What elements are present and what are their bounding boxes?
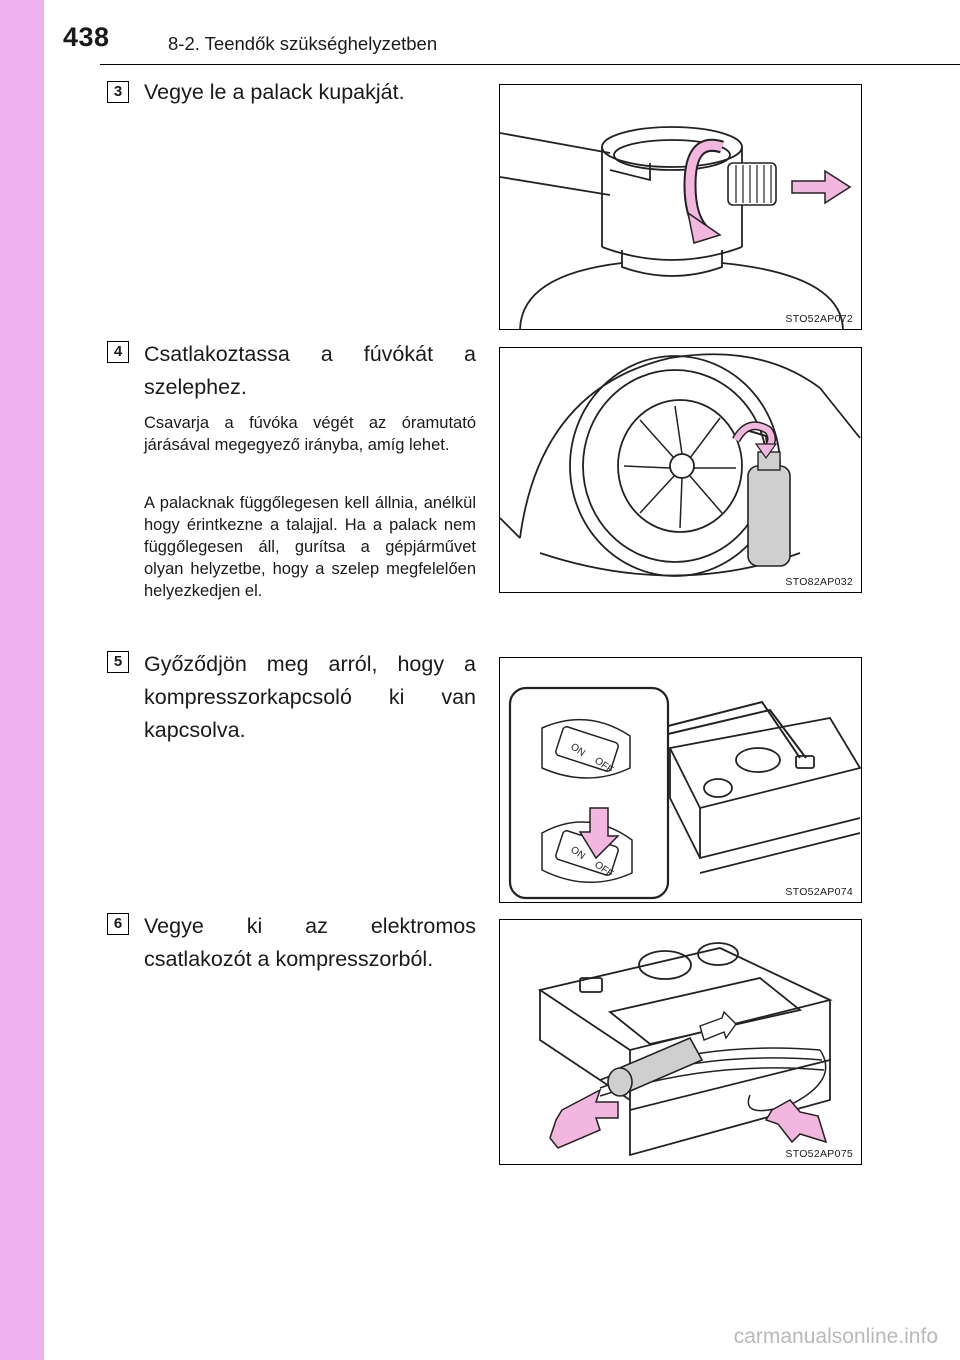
figure-remove-power-connector: STO52AP075 [499, 919, 862, 1165]
figure-compressor-switch-off: ON OFF ON OFF STO52AP074 [499, 657, 862, 903]
step-number-3: 3 [107, 81, 129, 103]
step-number-5: 5 [107, 651, 129, 673]
step-4-text: Csatlakoztassa a fúvókát a szelephez. [144, 342, 476, 399]
step-3-text: Vegye le a palack kupakját. [144, 80, 405, 104]
figure-code: STO82AP032 [785, 576, 853, 588]
figure-remove-bottle-cap: STO52AP072 [499, 84, 862, 330]
section-title: 8-2. Teendők szükséghelyzetben [168, 33, 438, 54]
step-5-text: Győződjön meg arról, hogy a kompresszork… [144, 652, 476, 742]
watermark: carmanualsonline.info [733, 1325, 938, 1348]
figure-code: STO52AP072 [785, 313, 853, 325]
compressor-connector-illustration [537, 942, 833, 1157]
step-6-text: Vegye ki az elektromos csatlakozót a kom… [144, 914, 476, 971]
figure-code: STO52AP075 [785, 1148, 853, 1160]
wheel-valve-illustration [500, 353, 861, 577]
figure-attach-nozzle: STO82AP032 [499, 347, 862, 593]
step-4-note-2: A palacknak függőlegesen kell állnia, an… [144, 494, 476, 600]
step-number-6: 6 [107, 913, 129, 935]
step-4-note-1: Csavarja a fúvóka végét az óramutató jár… [144, 414, 476, 454]
page-number: 438 [63, 22, 110, 52]
step-number-4: 4 [107, 341, 129, 363]
bottle-cap-illustration [500, 126, 852, 329]
figure-code: STO52AP074 [785, 886, 853, 898]
header-rule [100, 64, 960, 65]
chapter-color-strip [0, 0, 44, 1360]
compressor-switch-illustration: ON OFF ON OFF [508, 686, 861, 900]
